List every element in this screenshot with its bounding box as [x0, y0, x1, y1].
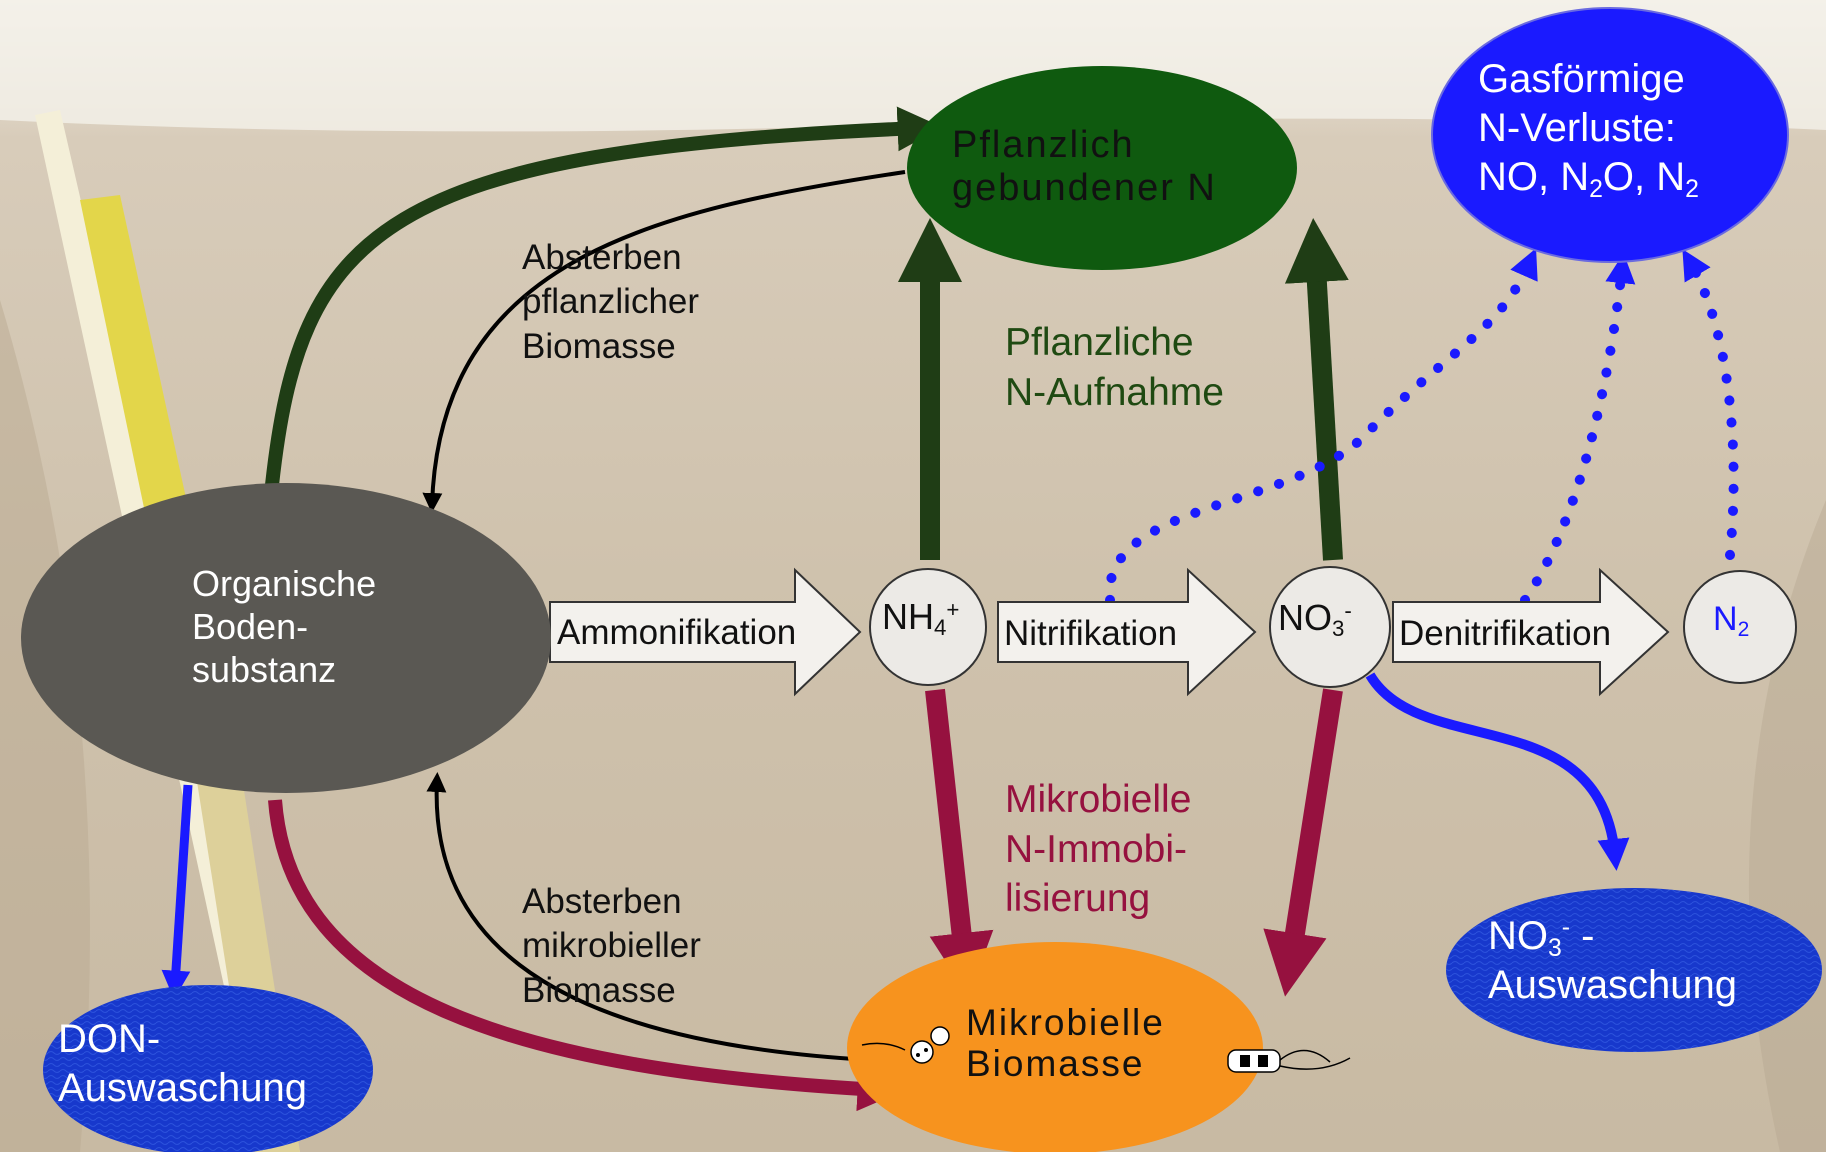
node-gas-ellipse [1431, 7, 1789, 263]
soil-shadow [0, 300, 90, 1152]
grass-strip [0, 0, 1826, 132]
arrow-no3-immobilization [1263, 688, 1343, 997]
node-organic-ellipse [21, 483, 551, 793]
node-plant-ellipse [907, 66, 1297, 270]
arrow-microbial-death [426, 772, 871, 1062]
arrow-no3-leaching [1365, 672, 1630, 871]
organic-matter-label: Organische Boden- substanz [192, 563, 377, 691]
arrow-nh4-immobilization [925, 688, 994, 997]
don-leaching-label: DON- Auswaschung [58, 1017, 308, 1110]
immobilization-label: Mikrobielle N-Immobi- lisierung [1005, 778, 1192, 921]
plant-n-label: Pflanzlich gebundener N [952, 124, 1217, 209]
node-no3-leach-texture [1446, 888, 1822, 1052]
node-n2-circle [1683, 570, 1797, 684]
arrow-no3-uptake [1284, 218, 1349, 561]
no3-leaching-label: NO3- - Auswaschung [1488, 914, 1738, 1007]
block-arrow-nitrification [997, 567, 1257, 697]
plant-death-label: Absterben pflanzlicher Biomasse [522, 238, 700, 366]
arrow-denitrification-gas-loss [1520, 253, 1636, 605]
gas-loss-label: Gasförmige N-Verluste: NO, N2O, N2 [1478, 57, 1699, 203]
node-don-texture [43, 985, 373, 1152]
block-arrow-ammonification [549, 567, 862, 697]
nitrification-label: Nitrifikation [1004, 614, 1178, 653]
arrow-nitrification-gas-loss [1104, 248, 1538, 605]
node-microbial-ellipse [847, 942, 1263, 1152]
arrow-plant-death [422, 170, 906, 513]
arrow-don-leaching [161, 784, 193, 1000]
block-arrow-denitrification [1392, 567, 1670, 697]
node-no3-circle [1269, 566, 1391, 688]
microbe-right-icon [1227, 1049, 1351, 1073]
ammonification-label: Ammonifikation [557, 613, 797, 652]
node-nh4-circle [869, 568, 987, 686]
n2-label: N2 [1713, 600, 1750, 641]
no3-label: NO3- [1278, 597, 1352, 642]
arrow-organic-to-microbial [268, 799, 903, 1112]
plant-uptake-label: Pflanzliche N-Aufnahme [1005, 321, 1224, 414]
denitrification-label: Denitrifikation [1399, 614, 1612, 653]
nh4-label: NH4+ [882, 596, 960, 641]
arrow-n2-gas-loss [1682, 249, 1739, 560]
microbial-biomass-label: Mikrobielle Biomasse [966, 1002, 1165, 1085]
microbial-death-label: Absterben mikrobieller Biomasse [522, 882, 701, 1010]
microbe-left-icon [861, 1026, 950, 1064]
arrow-organic-to-plant [265, 106, 943, 486]
